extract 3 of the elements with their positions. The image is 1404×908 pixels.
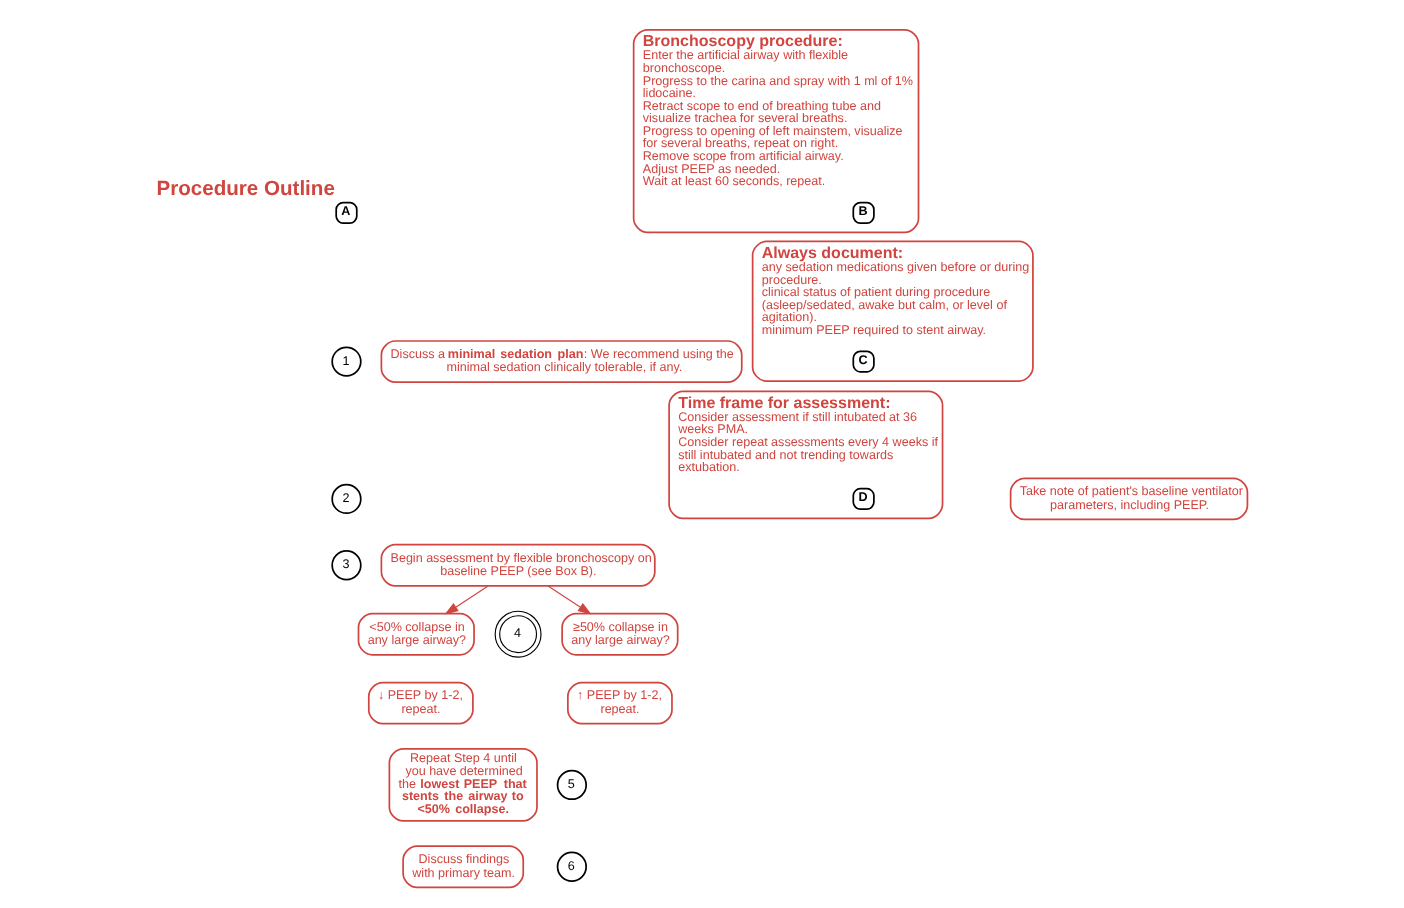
arrow bbox=[444, 585, 489, 615]
node-label: Procedure Outline bbox=[156, 179, 335, 202]
arrow bbox=[547, 585, 592, 615]
